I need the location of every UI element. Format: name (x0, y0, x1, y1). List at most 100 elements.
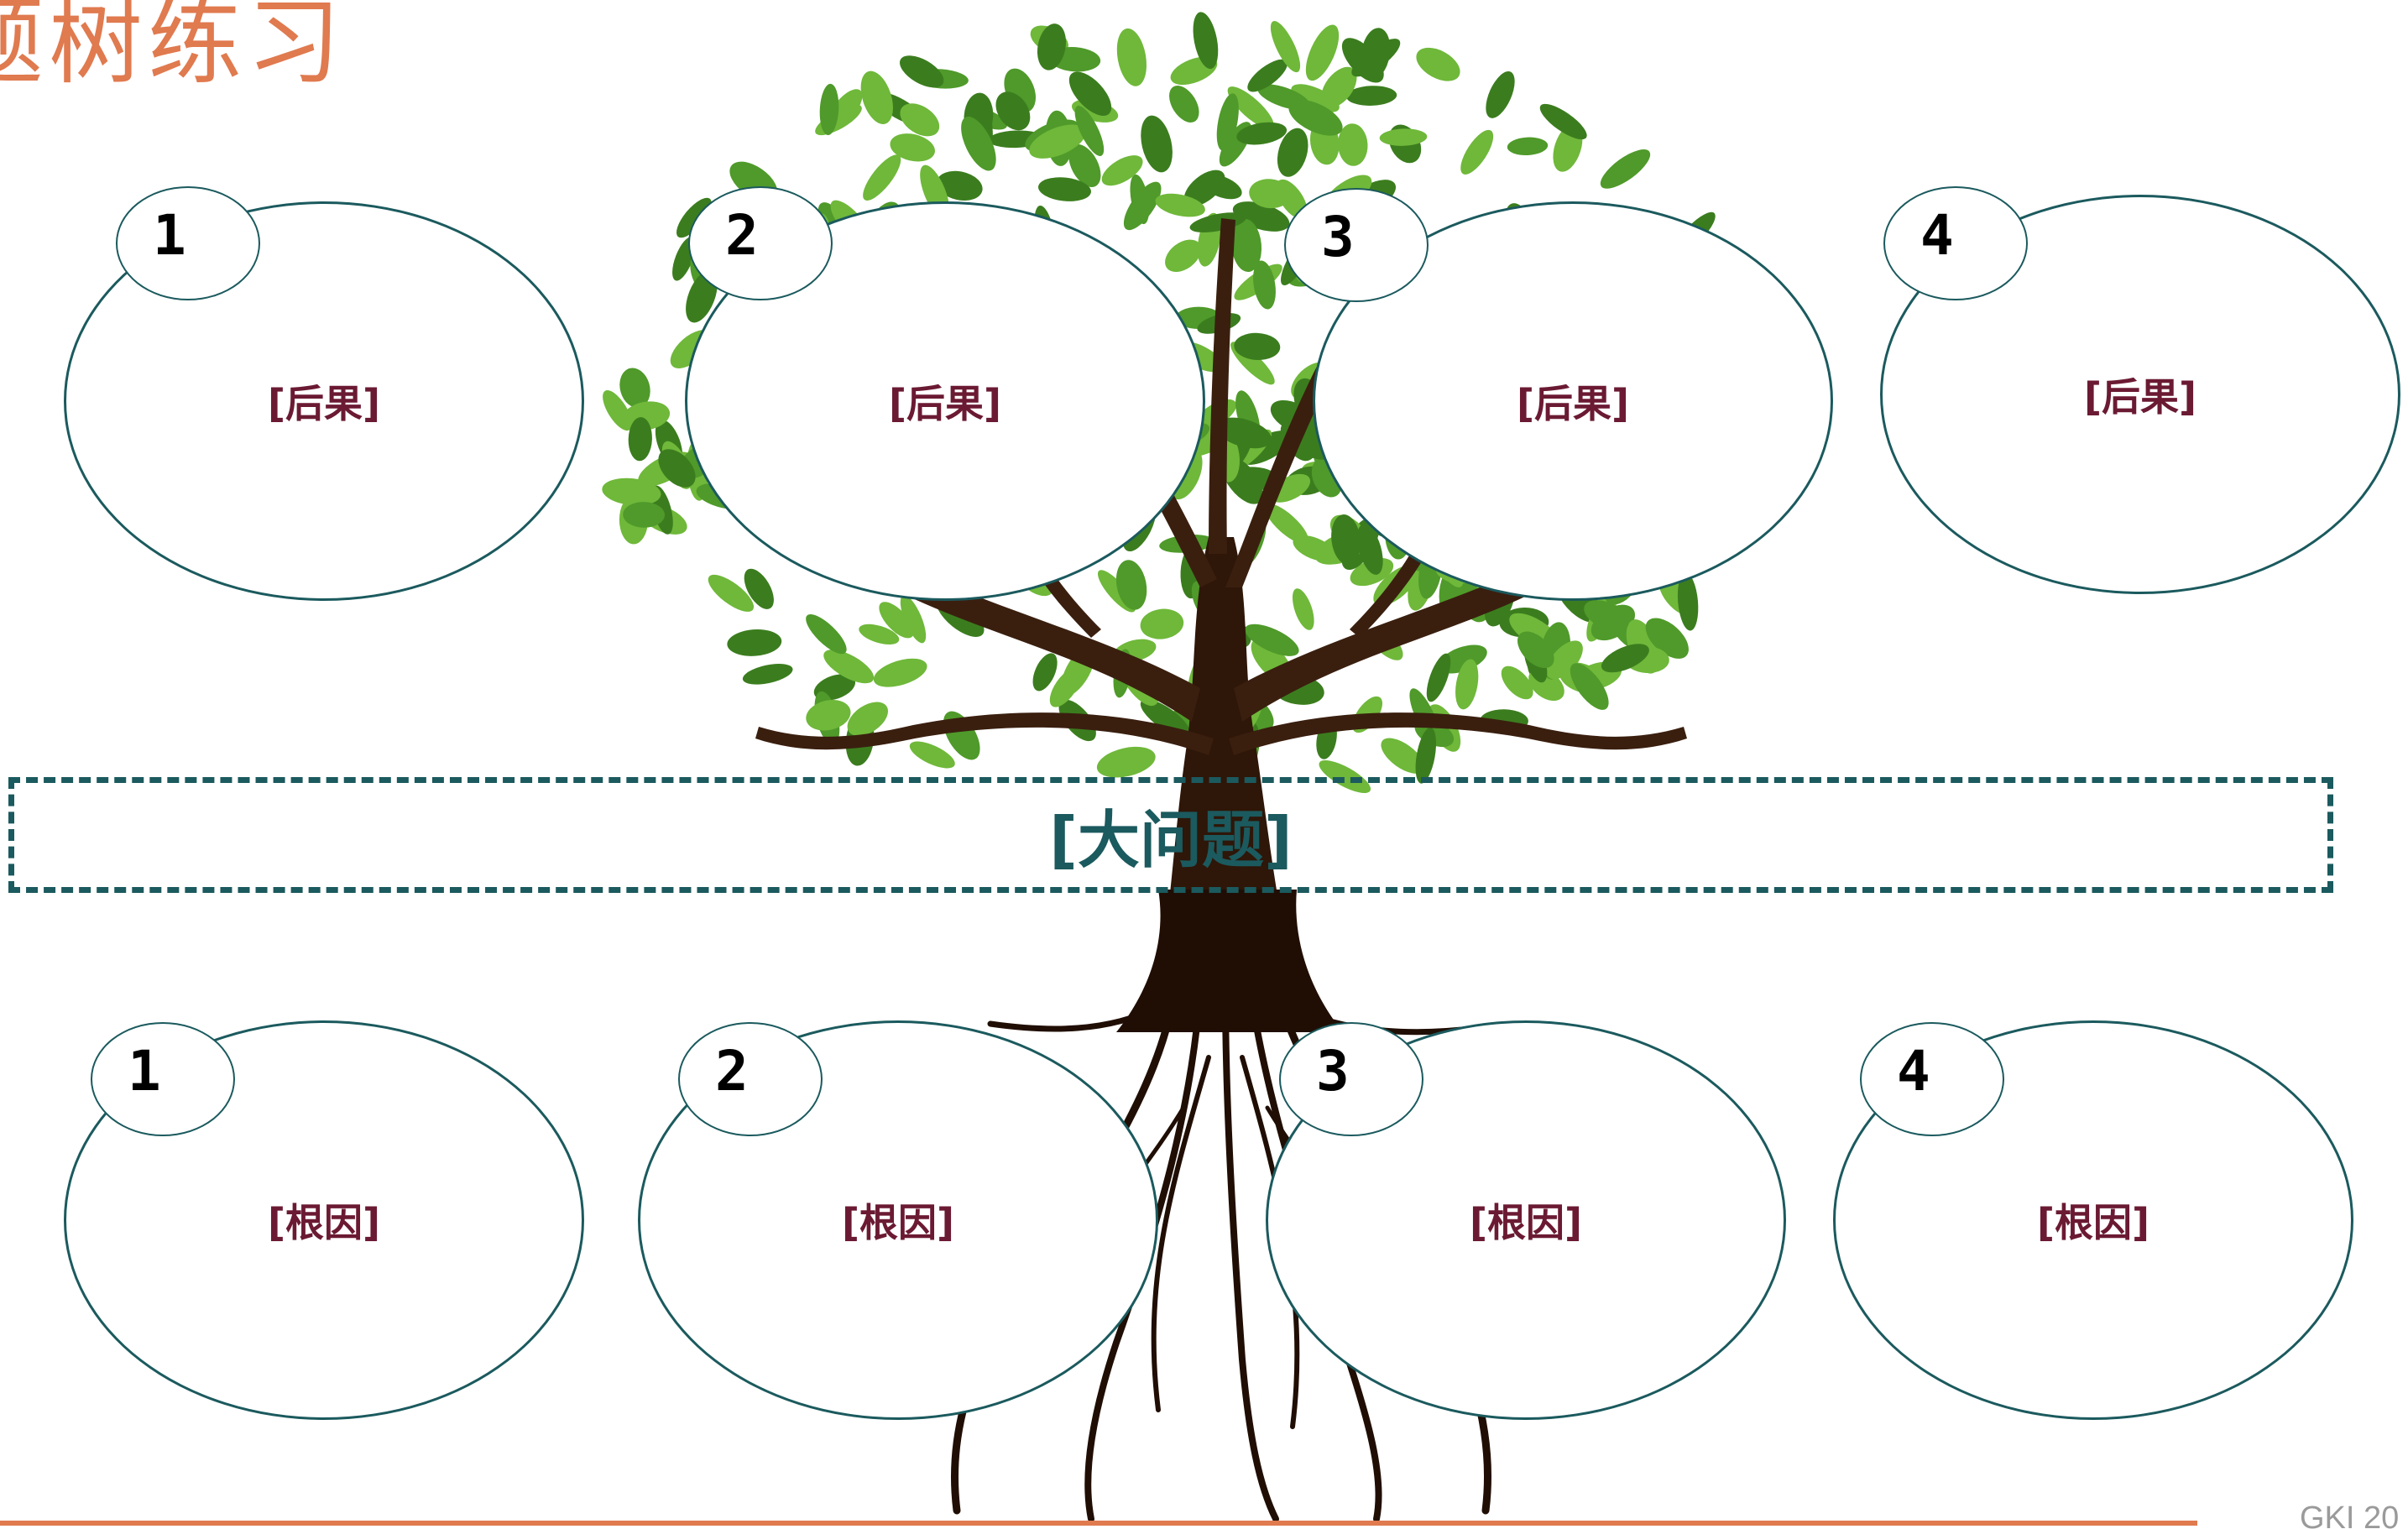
leaf (1379, 128, 1428, 146)
leaf (823, 650, 875, 684)
leaf (1236, 122, 1288, 145)
leaf (1426, 653, 1451, 702)
leaf (1321, 66, 1357, 108)
root-strand (987, 1004, 1162, 1032)
leaf (1140, 699, 1190, 738)
root-cause-number: 1 (128, 1039, 161, 1104)
leaf (900, 595, 927, 644)
leaf (1165, 239, 1202, 273)
leaf (1507, 137, 1549, 156)
leaf (1645, 618, 1689, 659)
root-cause-label: [根因] (1469, 1200, 1583, 1245)
leaf (1460, 129, 1494, 175)
leaf (1231, 218, 1262, 273)
leaf (1169, 86, 1199, 123)
leaf (961, 116, 996, 171)
consequence-number-badge-2: 2 (688, 186, 833, 300)
leaf (1346, 86, 1397, 106)
leaf (1501, 665, 1533, 700)
central-problem-label: [大问题] (1049, 804, 1293, 877)
leaf (860, 70, 893, 124)
leaf (708, 574, 755, 612)
leaf (1215, 417, 1272, 449)
root-cause-number-badge-3: 3 (1279, 1022, 1423, 1136)
leaf (806, 614, 847, 655)
consequence-label: [后果] (2083, 374, 2197, 420)
leaf (859, 624, 900, 644)
leaf (1115, 560, 1147, 610)
root-cause-number: 3 (1316, 1039, 1350, 1104)
leaf (1253, 260, 1276, 310)
consequence-number: 3 (1321, 205, 1355, 269)
leaf (1677, 572, 1699, 631)
footer-text: GKI 20 (2300, 1500, 2400, 1529)
leaf (1270, 21, 1301, 73)
leaf (900, 103, 940, 137)
leaf (890, 133, 935, 162)
leaf (1486, 70, 1515, 118)
central-problem-box[interactable]: [大问题] (8, 777, 2333, 893)
leaf (1245, 624, 1299, 656)
leaf (727, 629, 782, 656)
leaf (819, 83, 839, 135)
leaf (1305, 24, 1340, 81)
leaf (1141, 115, 1173, 173)
leaf (1600, 149, 1651, 189)
leaf (909, 741, 955, 769)
leaf (1331, 514, 1361, 565)
leaf (1227, 86, 1274, 129)
leaf (879, 602, 914, 639)
leaf (1032, 653, 1058, 691)
leaf (619, 368, 650, 408)
leaf (744, 568, 774, 609)
leaf (1074, 106, 1105, 156)
leaf (1319, 759, 1371, 794)
leaf (900, 55, 944, 88)
leaf (1037, 23, 1067, 70)
leaf (1116, 28, 1147, 86)
leaf (1049, 667, 1082, 707)
leaf (1183, 170, 1225, 206)
consequence-number: 2 (725, 203, 759, 268)
leaf (936, 170, 983, 201)
root-cause-number: 4 (1897, 1039, 1930, 1104)
consequence-label: [后果] (267, 381, 381, 426)
root-cause-number-badge-4: 4 (1860, 1022, 2004, 1136)
consequence-number: 1 (153, 203, 186, 268)
leaf (1247, 59, 1288, 92)
leaf (1546, 640, 1583, 680)
leaf (1455, 659, 1479, 710)
consequence-number-badge-1: 1 (116, 186, 260, 300)
leaf (1123, 181, 1162, 231)
leaf (1096, 746, 1156, 778)
consequence-number: 4 (1920, 203, 1954, 268)
root-cause-label: [根因] (267, 1200, 381, 1245)
leaf (1338, 123, 1368, 166)
leaf (1292, 588, 1314, 630)
leaf (1140, 608, 1184, 639)
root-cause-number: 2 (715, 1039, 749, 1104)
root-cause-number-badge-2: 2 (678, 1022, 823, 1136)
root-strand (1151, 1055, 1211, 1412)
leaf (1416, 47, 1460, 81)
leaf (1068, 71, 1112, 116)
leaf (1038, 177, 1091, 201)
consequence-number-badge-3: 3 (1284, 188, 1429, 302)
leaf (1068, 144, 1101, 187)
leaf (1155, 193, 1205, 217)
leaf (1193, 12, 1219, 70)
leaf (603, 390, 632, 431)
leaf (658, 449, 696, 488)
leaf (1539, 103, 1587, 140)
consequence-number-badge-4: 4 (1883, 186, 2028, 300)
leaf (1356, 524, 1383, 575)
leaf (1101, 155, 1143, 186)
leaf (1601, 644, 1649, 673)
leaf (623, 502, 665, 528)
leaf (1288, 99, 1343, 136)
root-cause-label: [根因] (841, 1200, 955, 1245)
leaf (1381, 738, 1425, 774)
consequence-label: [后果] (888, 381, 1002, 426)
leaf (628, 417, 652, 462)
